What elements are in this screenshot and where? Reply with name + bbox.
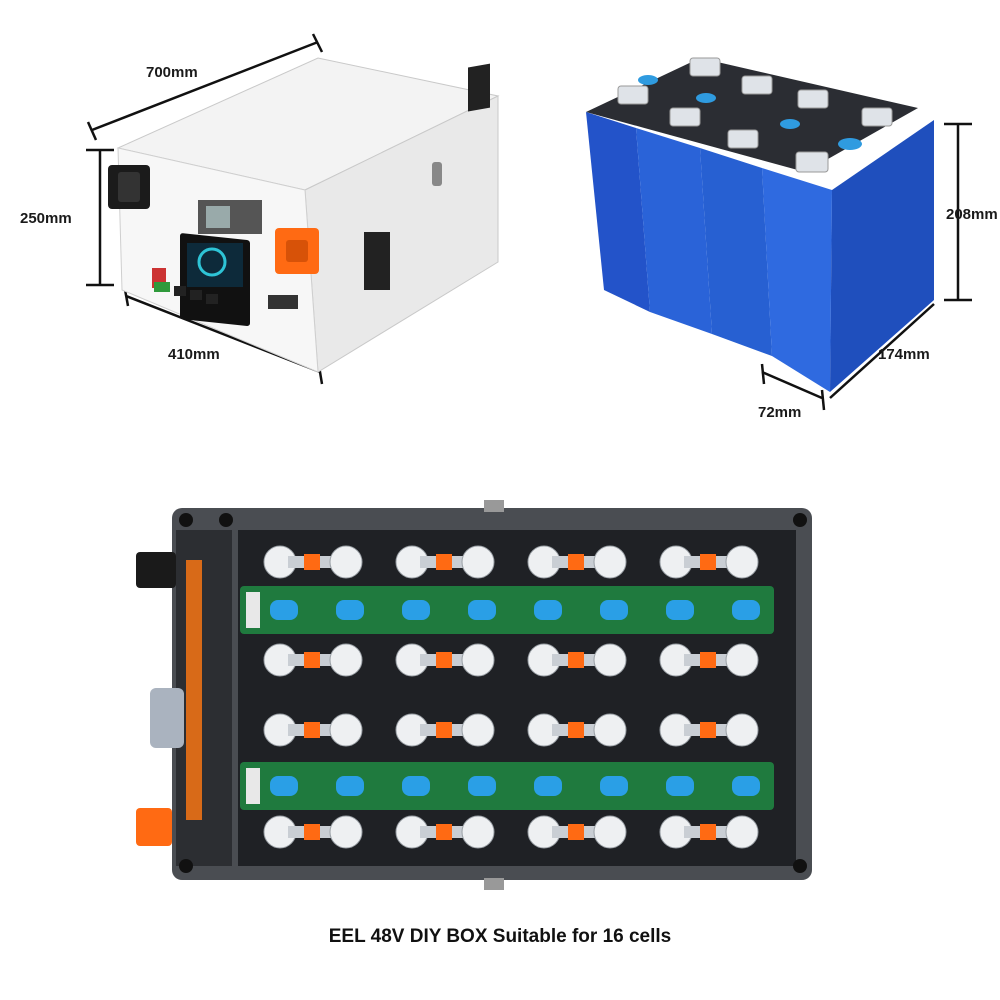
cell-terminal: [725, 545, 759, 579]
cell-terminal: [461, 643, 495, 677]
sensor-tab: [568, 554, 584, 570]
sensor-tab: [304, 554, 320, 570]
box-width-label: 410mm: [168, 346, 220, 363]
sensor-tab: [568, 824, 584, 840]
cell-terminal: [725, 713, 759, 747]
sensor-tab: [436, 652, 452, 668]
cell-terminal: [593, 815, 627, 849]
product-caption: EEL 48V DIY BOX Suitable for 16 cells: [328, 926, 672, 947]
sensor-tab: [436, 824, 452, 840]
cell-terminal: [461, 815, 495, 849]
lifepo4-cells: [586, 57, 934, 392]
sensor-tab: [304, 722, 320, 738]
box-length-label: 700mm: [146, 64, 198, 81]
sensor-tab: [700, 722, 716, 738]
sensor-tab: [436, 554, 452, 570]
cell-terminal: [725, 643, 759, 677]
sensor-tab: [304, 824, 320, 840]
box-height-label: 250mm: [20, 210, 72, 227]
cell-terminal: [593, 545, 627, 579]
cell-terminal: [329, 545, 363, 579]
cell-terminal: [329, 815, 363, 849]
cell-terminal: [461, 713, 495, 747]
cell-height-label: 208mm: [946, 206, 998, 223]
cell-width-label: 72mm: [758, 404, 802, 421]
sensor-tab: [700, 652, 716, 668]
sensor-tab: [700, 554, 716, 570]
cell-terminal: [593, 643, 627, 677]
cell-terminal: [725, 815, 759, 849]
sensor-tab: [568, 652, 584, 668]
sensor-tab: [436, 722, 452, 738]
sensor-tab: [700, 824, 716, 840]
battery-box: [108, 57, 500, 373]
sensor-tab: [568, 722, 584, 738]
cell-depth-label: 174mm: [878, 346, 930, 363]
cell-terminal-rows: [263, 545, 759, 849]
cell-terminal: [329, 643, 363, 677]
sensor-tab: [304, 652, 320, 668]
cell-terminal: [593, 713, 627, 747]
cell-terminal: [329, 713, 363, 747]
cell-dimension-lines: [760, 122, 972, 411]
cell-terminal: [461, 545, 495, 579]
balance-pcb-boards: [240, 586, 774, 810]
